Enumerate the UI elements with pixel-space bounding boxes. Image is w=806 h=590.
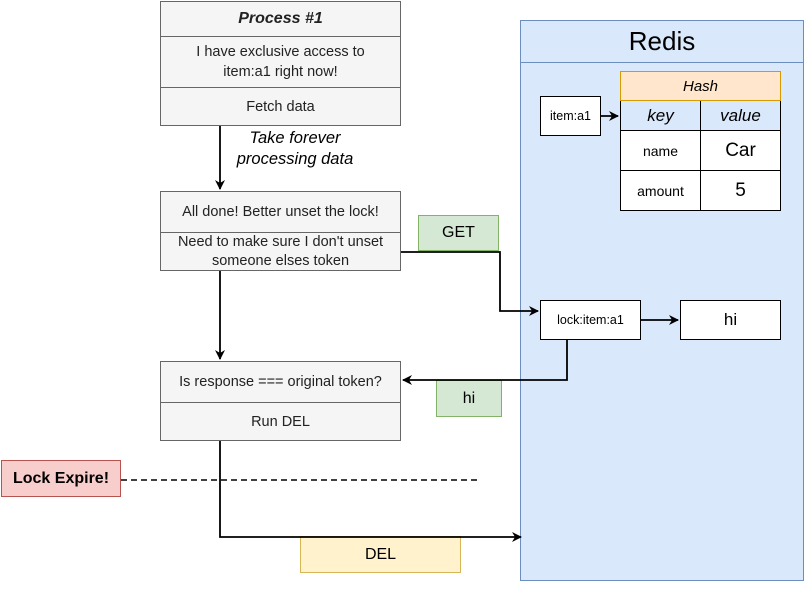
hash-row-name-value-label: Car [725,139,756,161]
redis-item-key-label: item:a1 [550,109,591,123]
redis-lock-key-label: lock:item:a1 [557,313,624,327]
hi-response-tag: hi [436,380,502,417]
all-done-text: All done! Better unset the lock! [182,204,379,220]
hash-header-key-label: key [647,105,674,125]
hash-row-amount-value: 5 [700,170,781,211]
arrow-del-request [219,441,522,542]
process-exclusive-line2: item:a1 right now! [223,64,338,80]
hash-header-value: value [700,101,781,131]
redis-lock-value: hi [680,300,781,340]
del-tag-label: DEL [364,545,397,563]
redis-title: Redis [521,21,803,63]
process-box: Process #1 I have exclusive access to it… [160,1,401,126]
process-fetch-label: Fetch data [246,98,315,115]
hash-header-key: key [620,101,701,131]
del-tag: DEL [300,536,461,573]
hash-title: Hash [620,71,781,101]
all-done-box: All done! Better unset the lock! Need to… [160,191,401,271]
token-check-note: Need to make sure I don't unset someone … [161,232,400,270]
run-del-label: Run DEL [161,402,400,440]
token-check-line2: someone elses token [211,252,350,269]
hash-row-amount-key: amount [620,170,701,211]
annotation-line2: processing data [236,150,354,168]
redis-item-key: item:a1 [540,96,601,136]
response-check-box: Is response === original token? Run DEL [160,361,401,441]
lock-expire-tag: Lock Expire! [1,460,121,497]
response-check-text: Is response === original token? [179,374,382,390]
process-exclusive-line1: I have exclusive access to [196,44,365,60]
hash-title-label: Hash [682,77,719,95]
hash-row-name-key: name [620,130,701,171]
hash-row-amount-value-label: 5 [735,179,746,201]
run-del-text: Run DEL [251,413,310,430]
hash-header-value-label: value [720,105,761,125]
redis-lock-value-label: hi [723,310,738,329]
lock-expire-tag-label: Lock Expire! [12,469,110,487]
arrow-get-request [401,251,539,316]
get-tag: GET [418,215,499,251]
all-done-label: All done! Better unset the lock! [161,192,400,232]
response-check-label: Is response === original token? [161,362,400,402]
redis-lock-key: lock:item:a1 [540,300,641,340]
hash-row-amount-key-label: amount [637,182,684,199]
process-title-label: Process #1 [238,10,323,27]
hash-row-name-value: Car [700,130,781,171]
process-fetch-data: Fetch data [161,87,400,125]
token-check-line1: Need to make sure I don't unset [177,233,384,250]
process-title: Process #1 [161,2,400,36]
annotation-line1: Take forever [249,129,341,147]
process-exclusive-access: I have exclusive access to item:a1 right… [161,36,400,87]
processing-annotation: Take forever processing data [215,128,375,172]
hi-response-tag-label: hi [462,389,476,407]
hash-row-name-key-label: name [642,142,679,159]
hash-table: Hash key value name Car amount 5 [620,71,781,211]
get-tag-label: GET [442,224,475,241]
